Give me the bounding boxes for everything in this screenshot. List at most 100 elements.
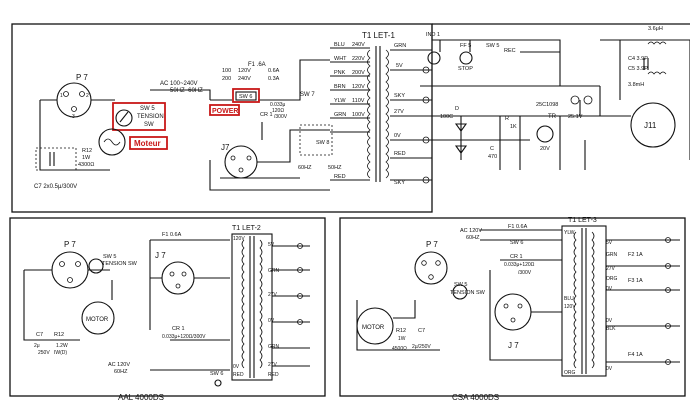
sw5-aal: SW 5 TENSION SW: [88, 254, 138, 274]
svg-text:P 7: P 7: [64, 240, 76, 249]
svg-text:CR 1: CR 1: [172, 326, 185, 332]
svg-text:STOP: STOP: [458, 66, 473, 72]
svg-text:200V: 200V: [352, 70, 365, 76]
p7-connector-csa: P 7: [414, 240, 448, 285]
svg-text:F1 .6A: F1 .6A: [248, 62, 266, 68]
sw5-csa: SW 5 TENSION SW: [450, 282, 486, 300]
svg-text:AC 100~240V: AC 100~240V: [160, 81, 198, 87]
fuse-csa: F1 0.6A AC 120V 60HZ SW 6: [460, 224, 562, 246]
transformer-t1-let2: T1 LET-2 120V 5V GRN 27V 0V 0V RED GRN 2…: [231, 225, 310, 381]
svg-text:F4 1A: F4 1A: [628, 352, 643, 358]
svg-text:TR: TR: [548, 114, 557, 120]
svg-text:/300V: /300V: [518, 270, 532, 276]
cr1-csa: CR 1 0.033μ+120Ω /300V: [500, 254, 562, 276]
svg-text:CR 1: CR 1: [260, 112, 273, 118]
svg-text:R12: R12: [82, 148, 92, 154]
svg-text:SW 8: SW 8: [316, 140, 329, 146]
svg-text:SW: SW: [144, 122, 154, 128]
svg-text:120V: 120V: [238, 68, 251, 74]
cr1-aal: CR 1 0.033μ+120Ω/300V: [150, 326, 230, 371]
svg-text:F2 1A: F2 1A: [628, 252, 643, 258]
svg-text:GRN: GRN: [334, 112, 346, 118]
svg-text:BLU: BLU: [334, 42, 345, 48]
svg-text:C7: C7: [36, 332, 43, 338]
svg-text:AC 120V: AC 120V: [460, 228, 482, 234]
ac-wiring-top: [150, 59, 330, 101]
svg-text:100V: 100V: [352, 112, 365, 118]
svg-text:J 7: J 7: [155, 251, 166, 260]
svg-text:120Ω: 120Ω: [272, 108, 284, 114]
svg-text:0V: 0V: [233, 364, 240, 370]
svg-text:TENSION: TENSION: [137, 114, 164, 120]
c7-r12-aal: C7 R12 2μ 250V 1.2W IW(D): [23, 269, 113, 356]
svg-text:ORG: ORG: [564, 370, 576, 376]
svg-text:F3 1A: F3 1A: [628, 278, 643, 284]
sw6-highlight-box: [232, 88, 260, 103]
r12-c7-csa: R12 1W 4500Ω C7 2μ/250V: [356, 300, 440, 352]
top-panel-frame: [11, 23, 433, 213]
svg-text:MOTOR: MOTOR: [86, 317, 109, 323]
svg-text:PNK: PNK: [334, 70, 346, 76]
svg-text:BLK: BLK: [606, 326, 616, 332]
svg-text:470: 470: [488, 154, 497, 160]
svg-text:3: 3: [72, 114, 75, 120]
svg-text:100: 100: [222, 68, 231, 74]
svg-text:27V: 27V: [268, 292, 278, 298]
p7-connector-aal: P 7: [51, 240, 89, 289]
svg-text:D: D: [455, 106, 459, 112]
svg-text:SKY: SKY: [394, 93, 405, 99]
svg-text:4500Ω: 4500Ω: [392, 346, 407, 352]
svg-text:T1 LET-1: T1 LET-1: [362, 31, 395, 40]
svg-text:SW 6: SW 6: [510, 240, 523, 246]
svg-text:R: R: [505, 116, 509, 122]
svg-text:SW 6: SW 6: [210, 371, 223, 377]
svg-text:REC: REC: [504, 48, 516, 54]
svg-text:20V: 20V: [540, 146, 550, 152]
svg-text:110V: 110V: [352, 98, 365, 104]
svg-text:SW 5: SW 5: [486, 43, 499, 49]
svg-text:27V: 27V: [268, 362, 278, 368]
motor-top: [98, 128, 126, 156]
svg-text:J 7: J 7: [508, 341, 519, 350]
primary-taps-top: BLU 240V WHT 220V PNK 200V BRN 120V YLW …: [330, 42, 370, 181]
svg-text:SW 6: SW 6: [239, 94, 252, 100]
stop-rec-switches: IND 1 FF 5 STOP SW 5 REC: [420, 24, 600, 87]
motor-aal: MOTOR: [81, 301, 115, 335]
svg-text:TENSION SW: TENSION SW: [450, 290, 486, 296]
svg-text:IND 1: IND 1: [426, 32, 440, 38]
svg-text:MOTOR: MOTOR: [362, 325, 385, 331]
svg-text:0V: 0V: [268, 318, 275, 324]
ac-input-aal: AC 120V 60HZ SW 6: [108, 362, 223, 387]
svg-text:50HZ: 50HZ: [328, 165, 342, 171]
svg-text:1W: 1W: [398, 336, 406, 342]
svg-text:SKY: SKY: [394, 180, 405, 186]
svg-text:F1 0.6A: F1 0.6A: [162, 232, 182, 238]
svg-text:GRN: GRN: [394, 43, 406, 49]
svg-text:0V: 0V: [606, 318, 613, 324]
svg-text:220V: 220V: [352, 56, 365, 62]
j7-wiring-top: [209, 129, 330, 191]
svg-text:T1 LET-2: T1 LET-2: [232, 225, 261, 232]
svg-text:3.6μH: 3.6μH: [648, 26, 663, 32]
regulator-circuit: D 100C R 1K C 470 20V 25C1098 TR 25.1V: [432, 86, 601, 170]
svg-text:120V: 120V: [233, 236, 245, 242]
svg-text:T1 LET-3: T1 LET-3: [568, 217, 597, 224]
svg-text:FF 5: FF 5: [460, 43, 471, 49]
svg-text:J11: J11: [644, 121, 657, 130]
svg-text:GRN: GRN: [606, 252, 618, 258]
svg-text:1.2W: 1.2W: [56, 343, 68, 349]
power-label: POWER: [212, 108, 238, 115]
moteur-label: Moteur: [134, 139, 161, 148]
fuse-aal: F1 0.6A: [162, 232, 182, 238]
svg-text:SW 5: SW 5: [454, 282, 467, 288]
svg-text:240V: 240V: [352, 42, 365, 48]
svg-text:TENSION SW: TENSION SW: [102, 261, 138, 267]
svg-text:120V: 120V: [564, 304, 576, 310]
svg-text:C: C: [490, 146, 494, 152]
secondary-taps-top: GRN 5V SKY 27V 0V RED SKY: [390, 43, 432, 186]
cr1-top: CR 1 0.033μ 120Ω /300V: [260, 102, 288, 140]
svg-text:5V: 5V: [396, 63, 403, 69]
